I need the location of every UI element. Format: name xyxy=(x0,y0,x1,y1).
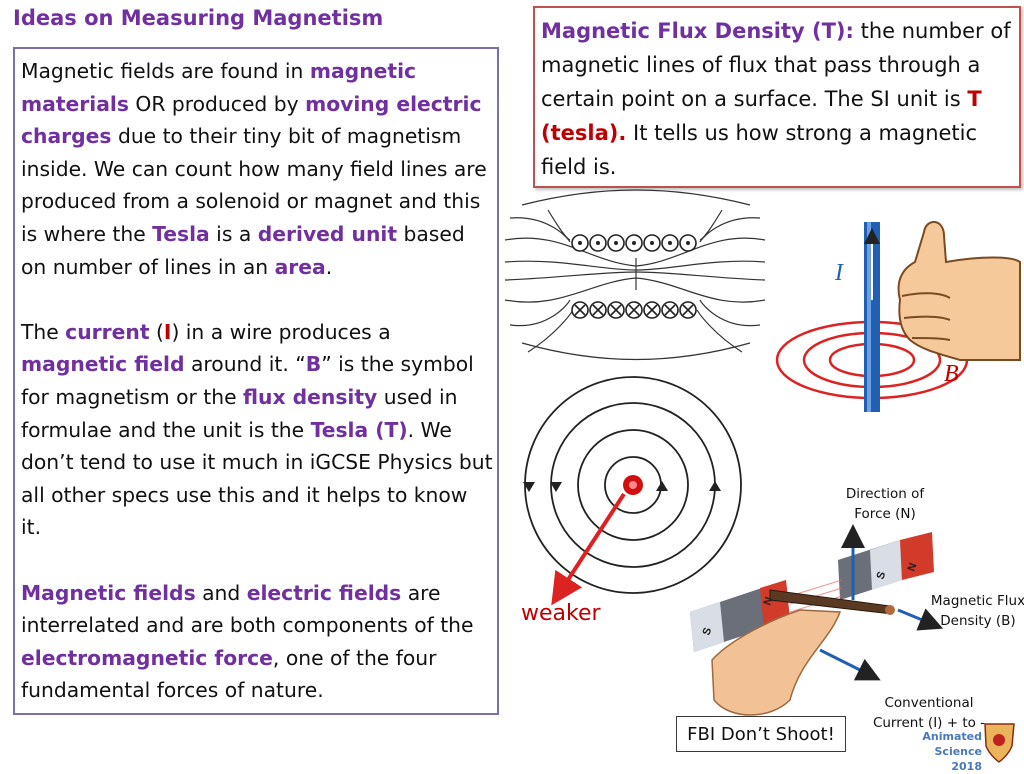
coil-dots xyxy=(578,241,690,245)
keyword: B xyxy=(305,352,322,377)
keyword: derived unit xyxy=(257,221,398,246)
coil-crosses xyxy=(574,304,694,316)
solenoid-field-diagram xyxy=(504,189,766,361)
keyword: Tesla xyxy=(152,221,210,246)
page-title: Ideas on Measuring Magnetism xyxy=(13,6,384,30)
keyword: magnetic materials xyxy=(21,59,417,116)
keyword: area xyxy=(274,254,326,279)
flux-density-definition: Magnetic Flux Density (T): the number of… xyxy=(533,6,1021,188)
magnet-north-label: N xyxy=(762,595,776,607)
brand-year: 2018 xyxy=(951,760,982,773)
keyword: moving electric charges xyxy=(21,91,482,149)
field-direction-arrows xyxy=(523,481,721,492)
magnet-north-label-2: N xyxy=(906,561,920,573)
keyword: flux density xyxy=(243,384,378,409)
keyword: magnetic field xyxy=(21,352,185,377)
explanation-box: Magnetic fields are found in magnetic ma… xyxy=(13,47,499,715)
fleming-rule-illustration xyxy=(690,524,944,716)
paragraph-1: Magnetic fields are found in magnetic ma… xyxy=(21,59,487,279)
definition-term: Magnetic Flux Density (T): xyxy=(541,19,854,43)
force-direction-label: Direction of Force (N) xyxy=(845,486,925,522)
weaker-arrow-icon xyxy=(551,492,626,606)
keyword: Magnetic fields xyxy=(21,580,196,605)
magnet-south-label: S xyxy=(701,626,715,637)
paragraph-2: The current (I) in a wire produces a mag… xyxy=(21,319,493,540)
brand-logo-icon xyxy=(984,723,1015,763)
field-symbol: B xyxy=(944,361,959,387)
magnet-south-label-2: S xyxy=(875,570,889,581)
thumbs-up-hand-icon xyxy=(897,221,1021,361)
si-unit: T (tesla). xyxy=(541,87,982,145)
flux-density-label: Magnetic Flux Density (B) xyxy=(930,593,1024,629)
current-symbol: I xyxy=(834,260,844,286)
keyword: electromagnetic force xyxy=(21,645,273,670)
brand-credit: Animated Science 2018 xyxy=(872,729,982,774)
brand-name: Animated Science xyxy=(922,730,982,758)
current-direction-label: Conventional Current (I) + to - xyxy=(872,695,986,731)
keyword: Tesla (T) xyxy=(310,417,408,442)
weaker-label: weaker xyxy=(521,601,601,626)
keyword: electric fields xyxy=(246,580,402,605)
paragraph-3: Magnetic fields and electric fields are … xyxy=(21,580,474,703)
fbi-mnemonic-box: FBI Don’t Shoot! xyxy=(676,716,846,752)
keyword: current xyxy=(65,319,150,344)
keyword: I xyxy=(163,319,172,344)
